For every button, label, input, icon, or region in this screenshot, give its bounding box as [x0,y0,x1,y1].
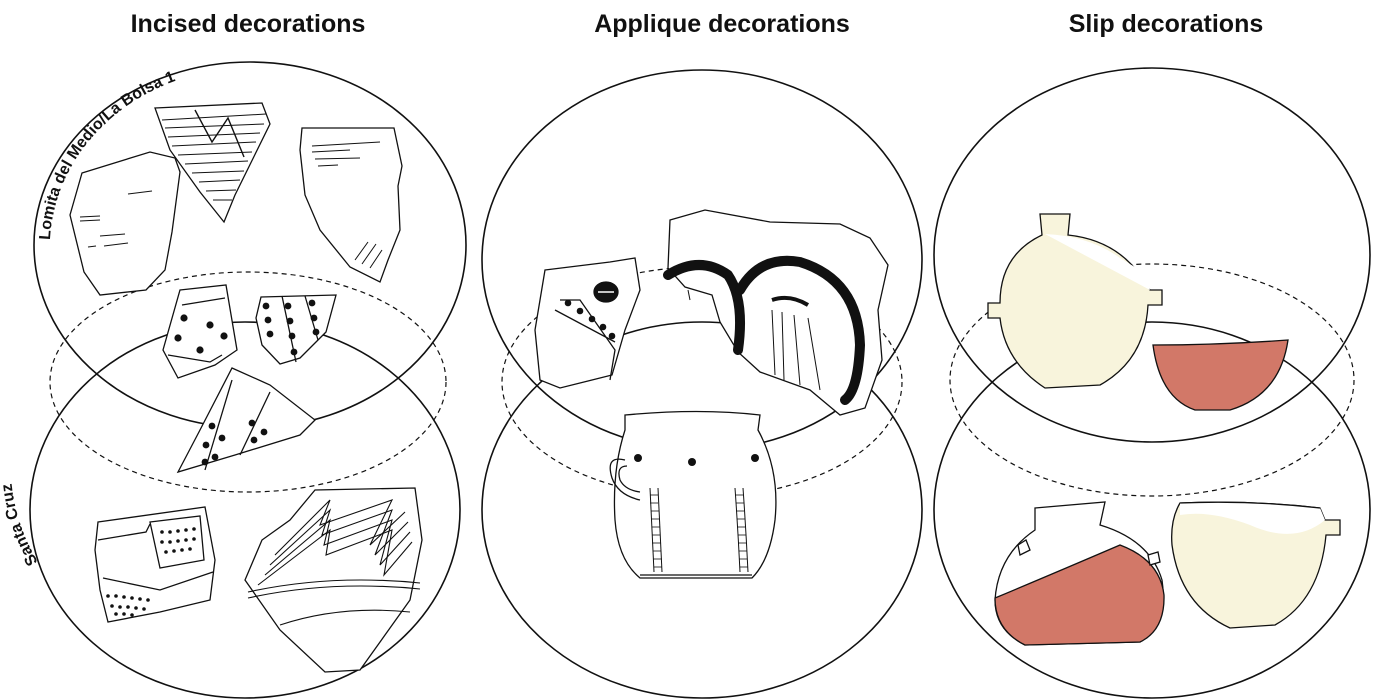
slip-vessel-cream-bottle [988,214,1162,388]
incised-sherd-plain-right [300,128,402,282]
slip-vessels [988,214,1340,645]
circle-lomita-slip [934,68,1370,442]
incised-sherd-dotted-a [163,285,237,378]
incised-sherd-lines-left [70,152,180,295]
incised-sherd-punctate [95,507,215,622]
incised-sherds [70,103,422,672]
slip-vessel-cream-pot [1172,502,1340,628]
slip-vessel-red-jar [995,502,1164,645]
applique-sherd-left [535,258,640,388]
incised-sherd-dotted-b [256,295,336,364]
slip-vessel-red-bowl [1153,340,1288,410]
incised-sherd-dotted-c [178,368,315,472]
site-label-santa-cruz-text: Santa Cruz [0,483,41,569]
applique-jar [610,412,776,579]
applique-sherd-right [668,210,888,415]
site-label-santa-cruz: Santa Cruz [0,483,41,569]
applique-sherds [535,210,888,578]
